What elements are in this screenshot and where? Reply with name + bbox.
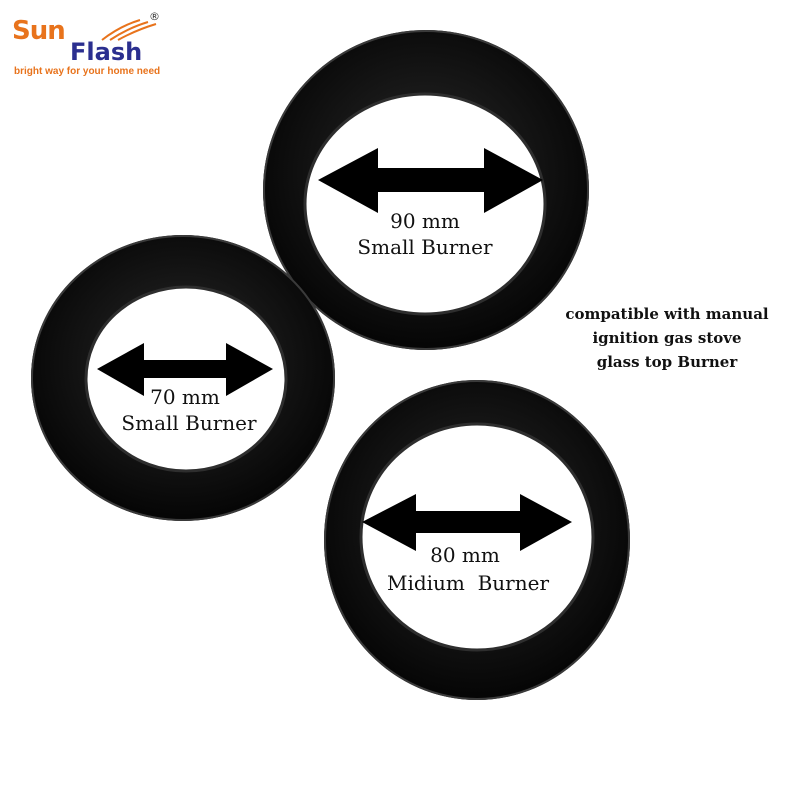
logo-sun-text: Sun <box>12 16 66 46</box>
ring-80-type-label: Midium Burner <box>386 571 550 595</box>
logo-flash-text: Flash <box>70 38 143 66</box>
sun-rays-icon <box>101 19 157 41</box>
ring-90-size-label: 90 mm <box>390 209 460 233</box>
burner-ring-80mm <box>324 380 630 700</box>
ring-70-size-label: 70 mm <box>150 385 220 409</box>
compatibility-note: compatible with manual ignition gas stov… <box>548 302 786 374</box>
ring-80-size-label: 80 mm <box>430 543 500 567</box>
double-headed-arrow-icon <box>318 148 543 213</box>
compatibility-line-1: compatible with manual <box>565 305 769 323</box>
logo-tagline: bright way for your home need <box>14 66 161 77</box>
ring-70-type-label: Small Burner <box>121 411 257 435</box>
double-headed-arrow-icon <box>97 343 273 396</box>
sunflash-logo: Sun Flash ® bright way for your home nee… <box>12 10 192 84</box>
double-headed-arrow-icon <box>362 494 572 551</box>
ring-90-type-label: Small Burner <box>357 235 493 259</box>
compatibility-line-3: glass top Burner <box>596 353 738 371</box>
registered-mark: ® <box>149 10 160 23</box>
compatibility-line-2: ignition gas stove <box>592 329 742 347</box>
